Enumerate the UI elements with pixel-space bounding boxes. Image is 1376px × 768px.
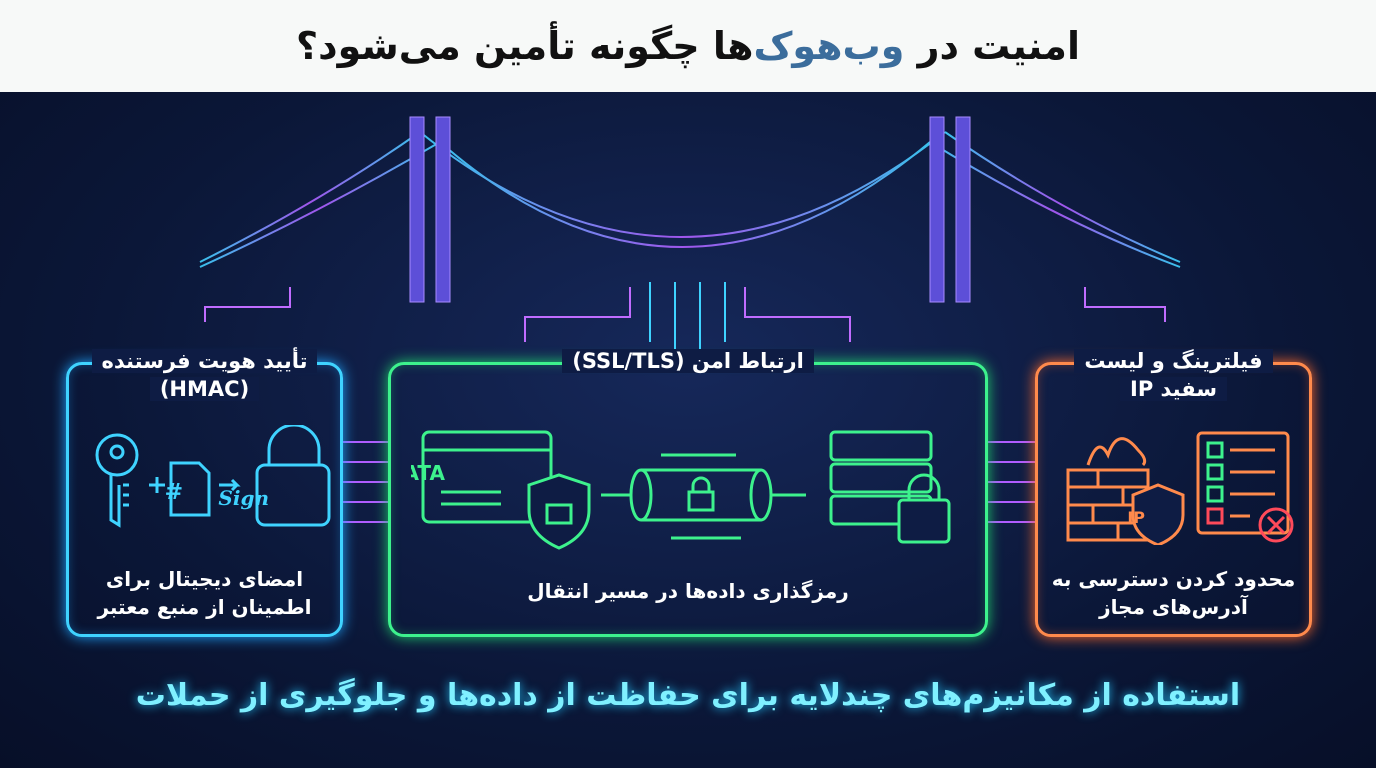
connector-lines (343, 441, 1035, 523)
title-highlight: وب‌هوک (753, 24, 905, 68)
desc-line: اطمینان از منبع معتبر (97, 595, 312, 619)
data-label: DATA (411, 461, 446, 485)
illustration: تأیید هویت فرستنده (HMAC) # Sign امضای دی… (0, 92, 1376, 768)
card-ip-filtering: فیلترینگ و لیست سفید IP IP محدود کردن دست… (1035, 349, 1312, 637)
bridge-illustration (0, 116, 1376, 352)
card-title-line: فیلترینگ و لیست (1074, 349, 1273, 373)
card-title-line: ارتباط امن (SSL/TLS) (562, 349, 814, 373)
key-hash-sign-icon: # Sign (95, 425, 331, 528)
card-title: فیلترینگ و لیست سفید IP (1038, 347, 1309, 403)
card-description: رمزگذاری داده‌ها در مسیر انتقال (391, 577, 985, 605)
footer-caption: استفاده از مکانیزم‌های چندلایه برای حفاظ… (135, 678, 1241, 713)
desc-line: رمزگذاری داده‌ها در مسیر انتقال (527, 579, 849, 603)
card-title-line: سفید IP (1120, 377, 1227, 401)
card-title: ارتباط امن (SSL/TLS) (391, 347, 985, 375)
hash-glyph: # (165, 480, 183, 505)
card-description: امضای دیجیتال برای اطمینان از منبع معتبر (69, 565, 340, 621)
title-part: ‌ها چگونه تأمین می‌شود؟ (296, 24, 754, 68)
header: امنیت در وب‌هوک‌ها چگونه تأمین می‌شود؟ (0, 0, 1376, 92)
card-ssl-tls: ارتباط امن (SSL/TLS) DATA رمزگذاری داده‌… (388, 349, 988, 637)
desc-line: آدرس‌های مجاز (1099, 595, 1248, 619)
encrypted-transfer-icon: DATA (411, 430, 951, 550)
ip-label: IP (1127, 508, 1145, 527)
card-title: تأیید هویت فرستنده (HMAC) (69, 347, 340, 403)
desc-line: امضای دیجیتال برای (105, 567, 304, 591)
sign-text: Sign (218, 486, 269, 510)
card-title-line: تأیید هویت فرستنده (91, 349, 318, 373)
desc-line: محدود کردن دسترسی به (1051, 567, 1296, 591)
card-hmac: تأیید هویت فرستنده (HMAC) # Sign امضای دی… (66, 349, 343, 637)
firewall-whitelist-icon: IP (1066, 431, 1294, 545)
title-part: امنیت در (904, 24, 1080, 68)
card-description: محدود کردن دسترسی به آدرس‌های مجاز (1038, 565, 1309, 621)
card-title-line: (HMAC) (149, 377, 260, 401)
page-title: امنیت در وب‌هوک‌ها چگونه تأمین می‌شود؟ (296, 24, 1080, 68)
